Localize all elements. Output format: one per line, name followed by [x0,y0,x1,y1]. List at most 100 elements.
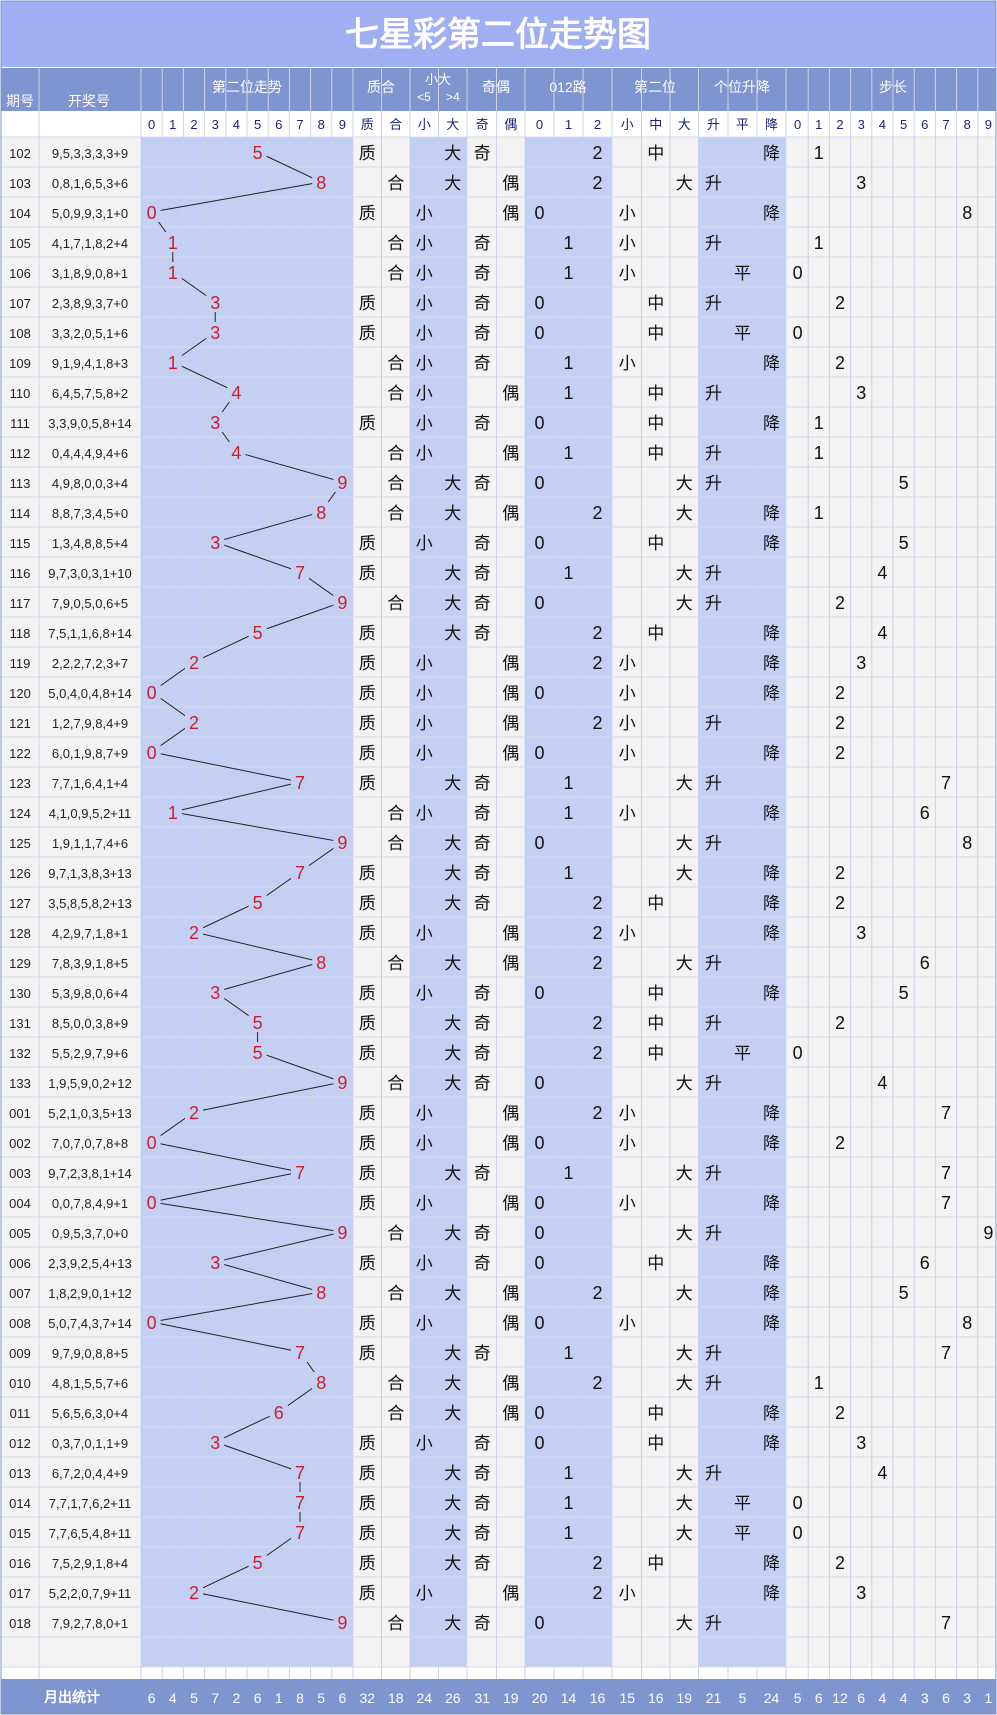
footer-value: 2 [233,1690,241,1706]
road-cell: 0 [534,1433,544,1453]
prime-cell: 质 [359,144,376,163]
updown-cell: 升 [705,1464,722,1483]
zone-cell: 小 [619,714,636,733]
updown-cell: 升 [705,564,722,583]
odd-even-cell: 奇 [474,354,491,373]
road-cell: 0 [534,1193,544,1213]
sub-road-0: 0 [536,117,543,132]
draw-cell: 9,7,1,3,8,3+13 [48,866,132,881]
trend-digit: 7 [295,773,305,793]
road-cell: 1 [563,563,573,583]
issue-cell: 005 [9,1226,31,1241]
sub-trend-8: 8 [318,117,325,132]
footer-value: 5 [190,1690,198,1706]
odd-even-cell: 奇 [474,1494,491,1513]
draw-cell: 0,4,4,4,9,4+6 [52,446,128,461]
trend-digit: 3 [210,983,220,1003]
step-cell: 5 [899,983,909,1003]
prime-cell: 质 [359,564,376,583]
draw-cell: 7,5,2,9,1,8+4 [52,1556,128,1571]
size-cell: 小 [416,1254,433,1273]
trend-digit-bg [227,442,246,462]
zone-cell: 中 [647,1044,664,1063]
size-cell: 大 [444,594,461,613]
issue-cell: 122 [9,746,31,761]
road-cell: 0 [534,1613,544,1633]
header-draw: 开奖号 [68,93,110,109]
size-cell: 大 [444,474,461,493]
zone-cell: 小 [619,1134,636,1153]
prime-cell: 质 [359,1194,376,1213]
odd-even-cell: 奇 [474,774,491,793]
trend-digit: 3 [210,413,220,433]
odd-even-cell: 奇 [474,594,491,613]
draw-cell: 5,0,7,4,3,7+14 [48,1316,132,1331]
road-cell: 1 [563,1163,573,1183]
odd-even-cell: 奇 [474,1554,491,1573]
table-body-background [1,137,996,1667]
odd-even-cell: 奇 [474,1044,491,1063]
footer-value: 3 [963,1690,971,1706]
draw-cell: 3,1,8,9,0,8+1 [52,266,128,281]
issue-cell: 128 [9,926,31,941]
prime-cell: 质 [359,1524,376,1543]
trend-digit-bg [206,1432,225,1452]
odd-even-cell: 奇 [474,804,491,823]
size-cell: 大 [444,834,461,853]
trend-digit-bg [248,892,267,912]
updown-cell: 升 [705,474,722,493]
footer-value: 26 [445,1690,461,1706]
odd-even-cell: 奇 [474,1254,491,1273]
updown-cell: 降 [763,1584,780,1603]
draw-cell: 7,7,1,7,6,2+11 [49,1496,132,1511]
issue-cell: 127 [9,896,31,911]
sub-step-6: 6 [921,117,928,132]
issue-cell: 011 [10,1406,31,1421]
zone-cell: 大 [676,834,693,853]
trend-digit: 0 [147,683,157,703]
trend-digit-bg [291,1342,309,1362]
prime-cell: 质 [359,894,376,913]
footer-value: 6 [942,1690,950,1706]
updown-cell: 降 [763,1194,780,1213]
road-cell: 1 [563,803,573,823]
step-cell: 5 [899,533,909,553]
odd-even-cell: 偶 [502,924,519,943]
odd-even-cell: 奇 [474,834,491,853]
updown-cell: 降 [763,1134,780,1153]
sub-updown-2: 降 [765,117,778,132]
trend-digit-bg [333,472,352,492]
size-cell: 大 [444,174,461,193]
trend-digit-bg [248,1012,267,1032]
sub-trend-0: 0 [148,117,155,132]
size-cell: 大 [444,1224,461,1243]
trend-digit: 0 [147,1313,157,1333]
size-cell: 大 [444,1554,461,1573]
trend-digit: 3 [210,293,220,313]
issue-cell: 102 [9,146,31,161]
zone-cell: 大 [676,174,693,193]
draw-cell: 5,6,5,6,3,0+4 [52,1406,128,1421]
updown-cell: 降 [763,744,780,763]
updown-cell: 降 [763,804,780,823]
odd-even-cell: 奇 [474,324,491,343]
trend-line [142,142,352,1632]
size-cell: 大 [444,954,461,973]
road-cell: 1 [563,263,573,283]
size-cell: 大 [444,894,461,913]
road-cell: 0 [534,203,544,223]
chart-title: 七星彩第二位走势图 [345,16,651,54]
updown-cell: 升 [705,174,722,193]
trend-digit: 7 [295,863,305,883]
odd-even-cell: 奇 [474,1524,491,1543]
footer-value: 21 [706,1690,722,1706]
road-cell: 1 [563,233,573,253]
prime-cell: 质 [359,1584,376,1603]
odd-even-cell: 奇 [474,294,491,313]
odd-even-cell: 偶 [502,384,519,403]
trend-digit-bg [206,412,225,432]
sub-updown-0: 升 [707,117,720,132]
sub-trend-4: 4 [233,117,240,132]
draw-cell: 3,5,8,5,8,2+13 [48,896,132,911]
prime-cell: 合 [387,954,404,973]
